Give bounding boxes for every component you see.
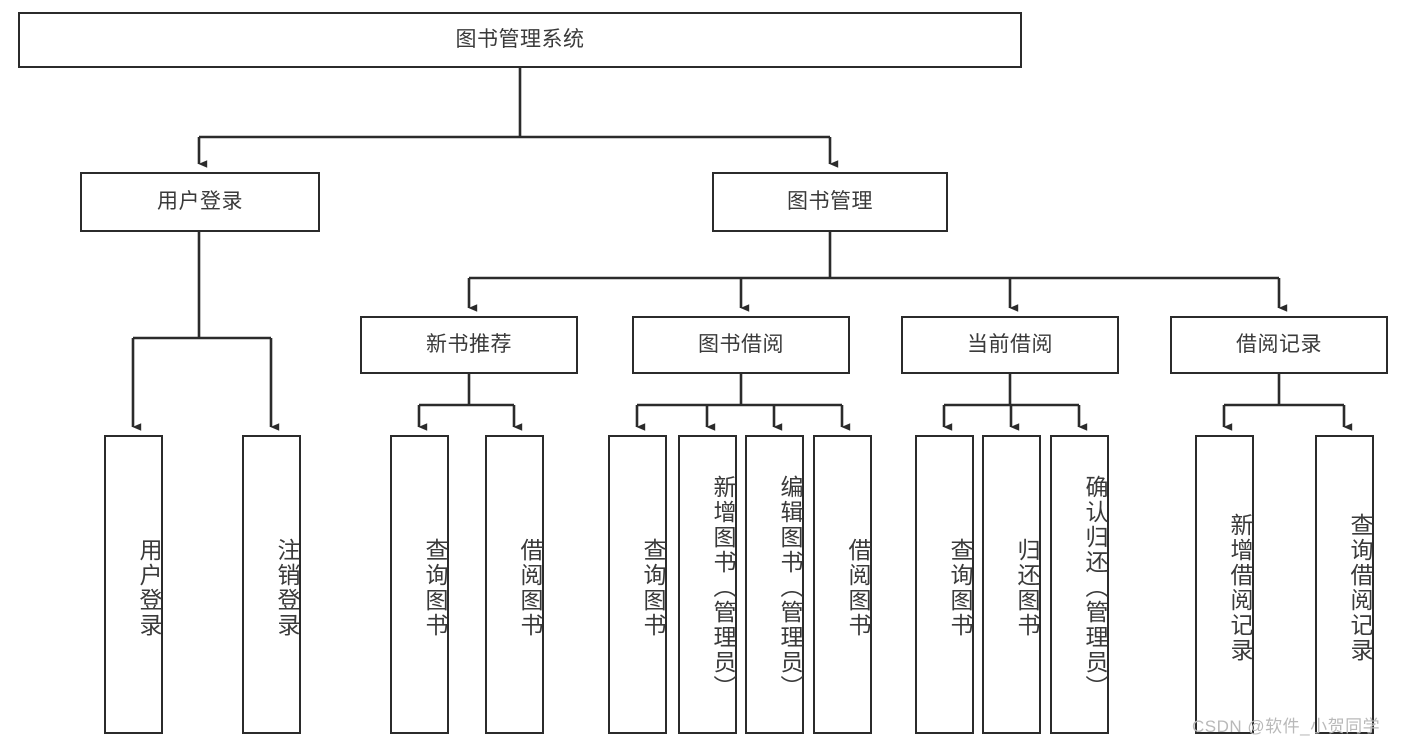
node-leaf-query-book-recommend[interactable]: 查询图书 bbox=[390, 435, 449, 734]
node-leaf-edit-book-admin-label: 编辑图书（管理员） bbox=[777, 475, 803, 700]
node-leaf-query-book-current-label: 查询图书 bbox=[947, 537, 973, 638]
node-leaf-borrow-book-label: 借阅图书 bbox=[845, 537, 871, 638]
node-borrow-record[interactable]: 借阅记录 bbox=[1170, 316, 1388, 374]
node-user-login-label: 用户登录 bbox=[157, 190, 243, 214]
node-borrow-record-label: 借阅记录 bbox=[1236, 333, 1322, 357]
node-leaf-user-login[interactable]: 用户登录 bbox=[104, 435, 163, 734]
node-current-borrow-label: 当前借阅 bbox=[967, 333, 1053, 357]
node-book-manage-label: 图书管理 bbox=[787, 190, 873, 214]
node-leaf-confirm-return-admin-label: 确认归还（管理员） bbox=[1082, 475, 1108, 700]
node-leaf-user-login-label: 用户登录 bbox=[136, 537, 162, 638]
node-book-borrow[interactable]: 图书借阅 bbox=[632, 316, 850, 374]
node-leaf-add-book-admin-label: 新增图书（管理员） bbox=[710, 475, 736, 700]
node-book-manage[interactable]: 图书管理 bbox=[712, 172, 948, 232]
csdn-watermark: CSDN @软件_小贺同学 bbox=[1192, 717, 1381, 736]
node-book-borrow-label: 图书借阅 bbox=[698, 333, 784, 357]
node-leaf-query-borrow-record[interactable]: 查询借阅记录 bbox=[1315, 435, 1374, 734]
node-root-label: 图书管理系统 bbox=[455, 28, 585, 52]
node-leaf-borrow-book-recommend[interactable]: 借阅图书 bbox=[485, 435, 544, 734]
node-leaf-borrow-book-recommend-label: 借阅图书 bbox=[517, 537, 543, 638]
node-user-login[interactable]: 用户登录 bbox=[80, 172, 320, 232]
node-leaf-return-book[interactable]: 归还图书 bbox=[982, 435, 1041, 734]
node-leaf-query-book-borrow[interactable]: 查询图书 bbox=[608, 435, 667, 734]
node-leaf-add-book-admin[interactable]: 新增图书（管理员） bbox=[678, 435, 737, 734]
node-current-borrow[interactable]: 当前借阅 bbox=[901, 316, 1119, 374]
node-leaf-add-borrow-record-label: 新增借阅记录 bbox=[1227, 512, 1253, 663]
node-root[interactable]: 图书管理系统 bbox=[18, 12, 1022, 68]
node-leaf-user-logout-label: 注销登录 bbox=[274, 537, 300, 638]
node-leaf-borrow-book[interactable]: 借阅图书 bbox=[813, 435, 872, 734]
node-leaf-confirm-return-admin[interactable]: 确认归还（管理员） bbox=[1050, 435, 1109, 734]
node-leaf-query-book-current[interactable]: 查询图书 bbox=[915, 435, 974, 734]
node-leaf-user-logout[interactable]: 注销登录 bbox=[242, 435, 301, 734]
node-leaf-query-book-recommend-label: 查询图书 bbox=[422, 537, 448, 638]
node-leaf-add-borrow-record[interactable]: 新增借阅记录 bbox=[1195, 435, 1254, 734]
node-leaf-query-borrow-record-label: 查询借阅记录 bbox=[1347, 512, 1373, 663]
node-new-book-recommend-label: 新书推荐 bbox=[426, 333, 512, 357]
node-leaf-return-book-label: 归还图书 bbox=[1014, 537, 1040, 638]
node-leaf-query-book-borrow-label: 查询图书 bbox=[640, 537, 666, 638]
node-leaf-edit-book-admin[interactable]: 编辑图书（管理员） bbox=[745, 435, 804, 734]
node-new-book-recommend[interactable]: 新书推荐 bbox=[360, 316, 578, 374]
